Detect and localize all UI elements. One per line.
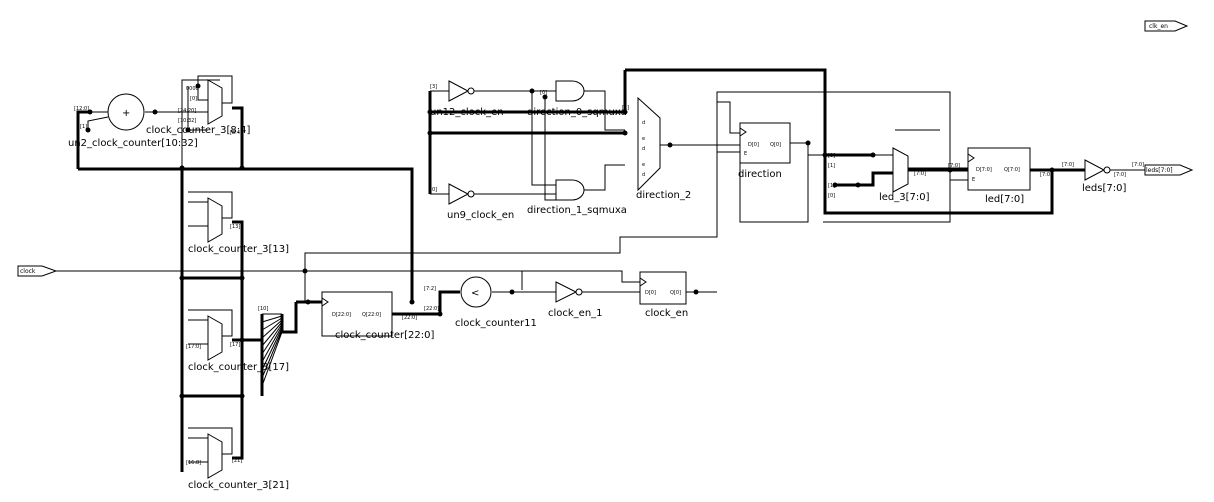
un2-clock-counter-adder[interactable]: + un2_clock_counter[10:32] — [68, 93, 198, 149]
un2-clock-counter-label: un2_clock_counter[10:32] — [68, 138, 198, 149]
counter-fanout — [261, 302, 298, 387]
svg-text:clk_en: clk_en — [1149, 23, 1168, 30]
clk-en-port[interactable]: clk_en — [1144, 20, 1189, 32]
clock-port[interactable]: clock — [17, 265, 58, 277]
svg-text:[7:0]: [7:0] — [914, 171, 926, 177]
un9-clock-en-inverter[interactable]: un9_clock_en — [447, 183, 514, 221]
svg-text:leds[7:0]: leds[7:0] — [1146, 167, 1173, 174]
svg-text:[7:0]: [7:0] — [1114, 172, 1126, 178]
svg-text:[1]: [1] — [80, 124, 87, 130]
svg-text:clock_counter_3[13]: clock_counter_3[13] — [188, 244, 289, 255]
svg-text:[24:20]: [24:20] — [178, 108, 196, 114]
junctions — [85, 83, 1055, 399]
clock-en-register[interactable]: D[0] Q[0] clock_en — [639, 271, 688, 319]
svg-text:D[0]: D[0] — [748, 142, 759, 148]
svg-text:[21]: [21] — [232, 458, 242, 464]
svg-text:led[7:0]: led[7:0] — [985, 194, 1024, 205]
svg-text:[0]: [0] — [828, 193, 835, 199]
svg-text:[0]: [0] — [190, 96, 197, 102]
un12-clock-en-inverter[interactable]: un12_clock_en — [430, 80, 504, 118]
svg-text:[17:0]: [17:0] — [186, 344, 201, 350]
svg-text:un12_clock_en: un12_clock_en — [430, 107, 504, 118]
mux-clock-counter-3-17[interactable]: clock_counter_3[17] — [188, 315, 289, 373]
direction-0-sqmuxa-and-gate[interactable]: direction_0_sqmuxa — [527, 80, 627, 118]
svg-text:Q[0]: Q[0] — [670, 290, 681, 296]
svg-text:led_3[7:0]: led_3[7:0] — [879, 192, 930, 203]
svg-text:direction_2: direction_2 — [636, 190, 691, 201]
svg-text:E: E — [972, 177, 975, 183]
mux-clock-counter-3-8-4[interactable]: clock_counter_3[8:4] — [146, 79, 251, 136]
svg-text:direction: direction — [738, 169, 782, 180]
svg-text:[7:0]: [7:0] — [1040, 172, 1052, 178]
svg-text:clock_en_1: clock_en_1 — [548, 308, 603, 319]
svg-text:[1]: [1] — [828, 183, 835, 189]
svg-text:e: e — [642, 162, 645, 168]
led-register[interactable]: D[7:0] Q[7:0] E led[7:0] — [967, 147, 1031, 205]
leds-port[interactable]: leds[7:0] — [1110, 164, 1194, 176]
svg-text:clock_counter_3[17]: clock_counter_3[17] — [188, 362, 289, 373]
svg-text:[7:0]: [7:0] — [948, 163, 960, 169]
svg-text:[7:2]: [7:2] — [424, 286, 436, 292]
clock-counter11-comparator[interactable]: < clock_counter11 — [455, 276, 537, 329]
svg-text:0000: 0000 — [186, 86, 199, 92]
svg-text:[3]: [3] — [430, 84, 437, 90]
leds-output-buffer[interactable]: [7:0] leds[7:0] — [1062, 159, 1126, 194]
svg-text:E: E — [744, 151, 747, 157]
svg-text:[13]: [13] — [230, 224, 240, 230]
direction-register[interactable]: D[0] Q[0] E direction — [738, 122, 791, 180]
svg-text:D[0]: D[0] — [645, 290, 656, 296]
svg-text:un9_clock_en: un9_clock_en — [447, 210, 514, 221]
bus-annotations: [12:0] [1] 0000 [0] [24:20] [10:32] [8:4… — [74, 84, 1144, 466]
plus-symbol: + — [122, 108, 130, 119]
clock-counter-register[interactable]: D[22:0] Q[22:0] [22:0] clock_counter[22:… — [321, 291, 435, 341]
svg-text:D[22:0]: D[22:0] — [332, 312, 351, 318]
svg-text:Q[0]: Q[0] — [770, 142, 781, 148]
svg-text:[12:0]: [12:0] — [74, 106, 89, 112]
svg-text:[1]: [1] — [828, 163, 835, 169]
svg-text:[1]: [1] — [622, 105, 629, 111]
svg-text:[0]: [0] — [540, 90, 547, 96]
svg-text:clock_counter[22:0]: clock_counter[22:0] — [335, 330, 435, 341]
clock-en-1-inverter[interactable]: clock_en_1 — [548, 281, 603, 319]
direction-1-sqmuxa-and-gate[interactable]: direction_1_sqmuxa — [527, 179, 627, 216]
mux-clock-counter-3-21[interactable]: clock_counter_3[21] — [188, 433, 289, 491]
svg-text:direction_0_sqmuxa: direction_0_sqmuxa — [527, 107, 627, 118]
svg-text:[10:32]: [10:32] — [178, 118, 196, 124]
svg-text:[7:0]: [7:0] — [1062, 162, 1074, 168]
svg-text:clock_counter11: clock_counter11 — [455, 318, 537, 329]
svg-text:e: e — [642, 136, 645, 142]
svg-text:D[7:0]: D[7:0] — [976, 167, 992, 173]
mux-clock-counter-3-13[interactable]: clock_counter_3[13] — [188, 197, 289, 255]
svg-text:[17]: [17] — [230, 342, 240, 348]
less-than-symbol: < — [471, 288, 479, 299]
svg-text:Q[22:0]: Q[22:0] — [362, 312, 381, 318]
svg-text:[22:0]: [22:0] — [424, 306, 439, 312]
svg-text:leds[7:0]: leds[7:0] — [1082, 183, 1126, 194]
svg-text:clock_en: clock_en — [645, 308, 688, 319]
svg-text:[7:0]: [7:0] — [1132, 162, 1144, 168]
svg-text:clock_counter_3[8:4]: clock_counter_3[8:4] — [146, 125, 251, 136]
svg-text:Q[7:0]: Q[7:0] — [1004, 167, 1020, 173]
svg-text:[0]: [0] — [828, 153, 835, 159]
svg-text:[22:0]: [22:0] — [402, 315, 417, 321]
svg-text:direction_1_sqmuxa: direction_1_sqmuxa — [527, 205, 627, 216]
led-3-mux[interactable]: [7:0] led_3[7:0] — [879, 147, 930, 203]
svg-text:d: d — [642, 172, 645, 178]
svg-text:[16:8]: [16:8] — [186, 460, 201, 466]
svg-text:d: d — [642, 120, 645, 126]
svg-text:d: d — [642, 146, 645, 152]
svg-text:[0]: [0] — [430, 187, 437, 193]
direction-2-mux[interactable]: d e d e d direction_2 — [636, 96, 691, 201]
svg-text:clock_counter_3[21]: clock_counter_3[21] — [188, 480, 289, 491]
svg-text:[8:4]: [8:4] — [230, 130, 242, 136]
svg-text:clock: clock — [20, 268, 36, 275]
svg-text:[10]: [10] — [258, 306, 268, 312]
